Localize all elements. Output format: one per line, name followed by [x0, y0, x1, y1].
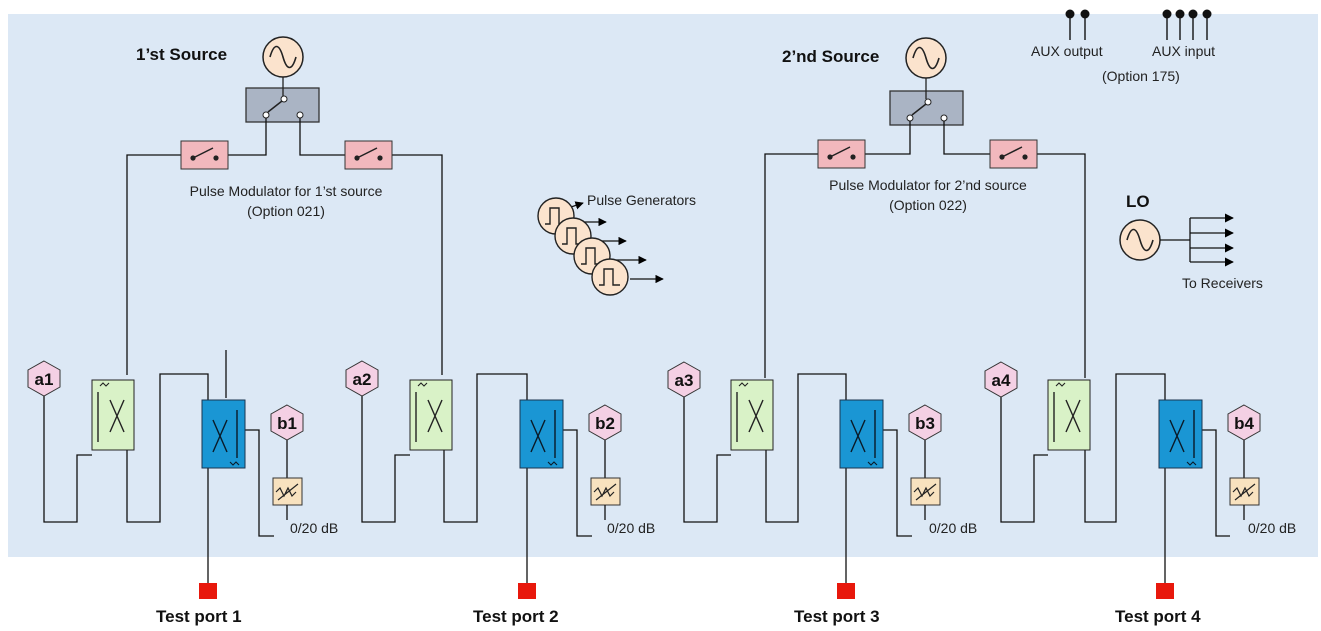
aux-input-pin-icon — [1175, 9, 1185, 19]
port-2-section: a2 b2 0/20 dB Test port 2 — [345, 360, 655, 626]
svg-text:a2: a2 — [353, 370, 372, 389]
modulator-1-label: Pulse Modulator for 1’st source — [190, 183, 383, 199]
port-4-section: a4 b4 0/20 dB Test port 4 — [984, 361, 1296, 626]
reference-coupler-1 — [91, 379, 135, 451]
attenuator-4-label: 0/20 dB — [1248, 520, 1296, 536]
test-port-3-label: Test port 3 — [794, 607, 880, 626]
svg-text:b2: b2 — [595, 414, 615, 433]
instrument-panel — [8, 14, 1318, 557]
attenuator-3-label: 0/20 dB — [929, 520, 977, 536]
receiver-b4 — [1227, 404, 1261, 441]
test-port-4-connector[interactable] — [1156, 583, 1174, 599]
receiver-b1 — [270, 404, 304, 441]
modulator-2-option: (Option 022) — [889, 197, 967, 213]
test-coupler-4 — [1158, 399, 1203, 469]
receiver-a3 — [667, 361, 701, 398]
test-port-1-connector[interactable] — [199, 583, 217, 599]
pulse-modulator-1: Pulse Modulator for 1’st source (Option … — [180, 140, 393, 219]
to-receivers-label: To Receivers — [1182, 275, 1263, 291]
attenuator-1-label: 0/20 dB — [290, 520, 338, 536]
test-port-3-connector[interactable] — [837, 583, 855, 599]
aux-input-pin-icon — [1162, 9, 1172, 19]
aux-input-label: AUX input — [1152, 43, 1215, 59]
attenuator-1 — [272, 477, 303, 506]
attenuator-4 — [1229, 477, 1260, 506]
aux-input-pin-icon — [1202, 9, 1212, 19]
test-port-2-label: Test port 2 — [473, 607, 559, 626]
receiver-a1 — [27, 360, 61, 397]
source-1: 1’st Source — [136, 36, 320, 123]
pulse-modulator-2: Pulse Modulator for 2’nd source (Option … — [817, 139, 1038, 213]
svg-text:a3: a3 — [675, 371, 694, 390]
receiver-b3 — [908, 404, 942, 441]
pulse-generators-label: Pulse Generators — [587, 192, 696, 208]
test-port-4-label: Test port 4 — [1115, 607, 1201, 626]
pulse-generators: Pulse Generators — [537, 192, 696, 296]
svg-text:b1: b1 — [277, 414, 297, 433]
pulse-generator-icon — [591, 258, 629, 296]
test-port-2-connector[interactable] — [518, 583, 536, 599]
receiver-b2 — [588, 404, 622, 441]
receiver-a2 — [345, 360, 379, 397]
svg-text:b4: b4 — [1234, 414, 1254, 433]
attenuator-2-label: 0/20 dB — [607, 520, 655, 536]
source-2: 2’nd Source — [782, 37, 964, 126]
source-1-label: 1’st Source — [136, 45, 227, 64]
reference-coupler-4 — [1047, 379, 1091, 451]
aux-output-pin-icon — [1080, 9, 1090, 19]
attenuator-3 — [910, 477, 941, 506]
aux-connectors: AUX output AUX input (Option 175) — [1031, 9, 1215, 84]
svg-text:b3: b3 — [915, 414, 935, 433]
test-coupler-2 — [519, 399, 564, 469]
aux-input-pin-icon — [1188, 9, 1198, 19]
modulator-switch-2a — [817, 139, 866, 169]
modulator-2-label: Pulse Modulator for 2’nd source — [829, 177, 1027, 193]
modulator-switch-1b — [344, 140, 393, 170]
local-oscillator: LO To Receivers — [1119, 192, 1263, 291]
modulator-1-option: (Option 021) — [247, 203, 325, 219]
lo-label: LO — [1126, 192, 1150, 211]
aux-option-label: (Option 175) — [1102, 68, 1180, 84]
source-2-label: 2’nd Source — [782, 47, 879, 66]
reference-coupler-2 — [409, 379, 453, 451]
aux-output-pin-icon — [1065, 9, 1075, 19]
source-1-routing — [126, 118, 443, 375]
modulator-switch-1a — [180, 140, 229, 170]
svg-text:a1: a1 — [35, 370, 54, 389]
receiver-a4 — [984, 361, 1018, 398]
test-coupler-1 — [201, 399, 246, 469]
attenuator-2 — [590, 477, 621, 506]
aux-output-label: AUX output — [1031, 43, 1103, 59]
test-coupler-3 — [839, 399, 884, 469]
svg-text:a4: a4 — [992, 371, 1011, 390]
source-2-routing — [764, 121, 1086, 378]
port-1-section: a1 b1 0/20 dB Test port 1 — [27, 350, 338, 626]
reference-coupler-3 — [730, 379, 774, 451]
modulator-switch-2b — [989, 139, 1038, 169]
port-3-section: a3 b3 0/20 dB Test port 3 — [667, 361, 977, 626]
test-port-1-label: Test port 1 — [156, 607, 242, 626]
